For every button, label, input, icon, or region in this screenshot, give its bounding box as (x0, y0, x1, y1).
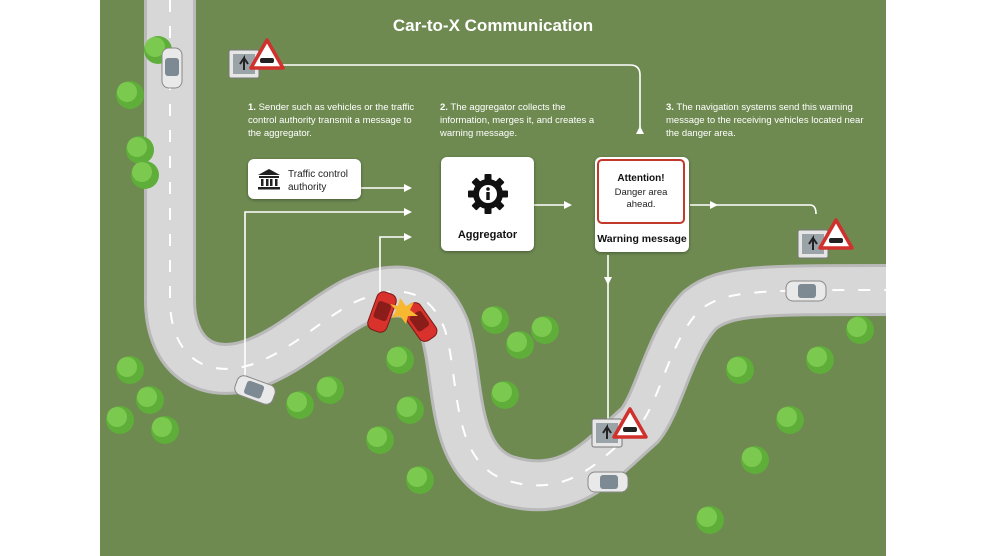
step-2-text: 2. The aggregator collects the informati… (440, 101, 598, 140)
step-2-description: The aggregator collects the information,… (440, 102, 595, 139)
warning-message-box: Attention! Danger area ahead. Warning me… (595, 157, 689, 252)
traffic-control-authority-box: Traffic control authority (248, 159, 361, 199)
car-to-x-diagram: Car-to-X Communication 1. Sender such as… (100, 0, 886, 556)
government-building-icon (258, 169, 280, 190)
diagram-title: Car-to-X Communication (392, 16, 594, 35)
aggregator-box: Aggregator (441, 157, 534, 251)
warning-body: Danger area ahead. (614, 187, 668, 210)
navigation-warning-sign-top (227, 38, 285, 80)
step-1-number: 1. (248, 102, 256, 113)
step-1-description: Sender such as vehicles or the traffic c… (248, 102, 415, 139)
warning-title: Attention! (617, 173, 665, 184)
step-1-text: 1. Sender such as vehicles or the traffi… (248, 101, 418, 140)
gear-info-icon (468, 174, 508, 214)
road-center-line (169, 0, 886, 487)
step-3-number: 3. (666, 102, 674, 113)
car-bottom-middle (587, 471, 629, 493)
step-3-text: 3. The navigation systems send this warn… (666, 101, 866, 140)
car-top-left (161, 47, 183, 89)
aggregator-label: Aggregator (457, 229, 518, 241)
warning-message-label: Warning message (597, 233, 687, 245)
car-right (785, 280, 827, 302)
step-2-number: 2. (440, 102, 448, 113)
traffic-control-authority-label: Traffic control authority (288, 169, 349, 193)
road-map-illustration (106, 0, 886, 534)
step-3-description: The navigation systems send this warning… (666, 102, 864, 139)
collision-burst-icon (390, 298, 418, 324)
navigation-warning-sign-right (796, 218, 854, 260)
warning-message-panel: Attention! Danger area ahead. (597, 159, 685, 224)
